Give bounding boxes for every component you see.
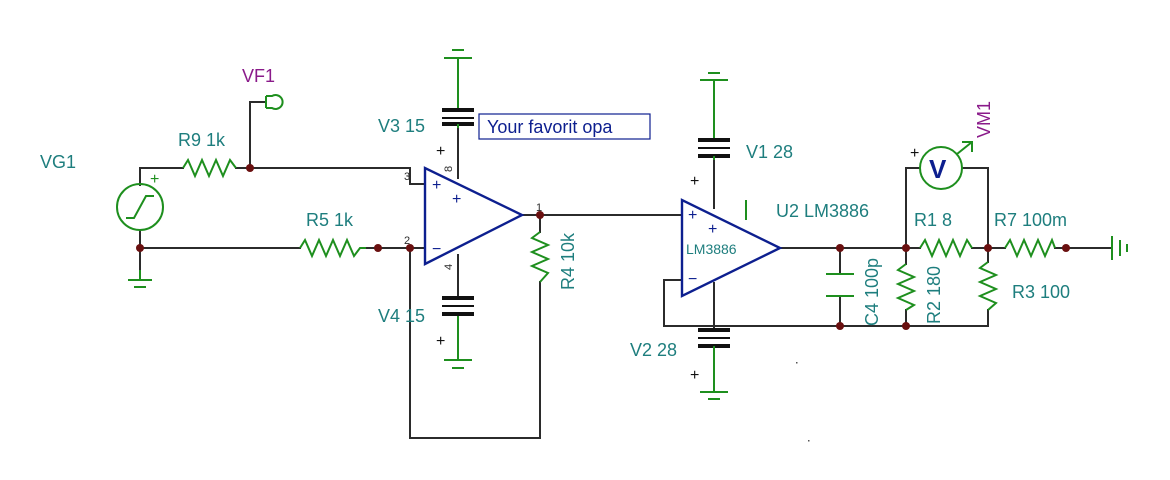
pin-8: 8 bbox=[443, 166, 455, 172]
battery-v1[interactable]: + V1 28 bbox=[690, 72, 793, 190]
v2-label: V2 28 bbox=[630, 340, 677, 360]
u2-plus-sign: + bbox=[688, 207, 697, 224]
v1-label: V1 28 bbox=[746, 142, 793, 162]
resistor-r9[interactable]: R9 1k bbox=[178, 130, 237, 179]
opamp-generic[interactable]: + + − 3 2 1 8 4 bbox=[404, 166, 542, 270]
r1-label: R1 8 bbox=[914, 210, 952, 230]
r9-label: R9 1k bbox=[178, 130, 226, 150]
resistor-r7[interactable]: R7 100m bbox=[994, 210, 1067, 259]
r5-label: R5 1k bbox=[306, 210, 354, 230]
vm1-plus-sign: + bbox=[910, 145, 919, 162]
wires bbox=[139, 101, 1113, 439]
resistor-r5[interactable]: R5 1k bbox=[299, 210, 366, 259]
r2-label: R2 180 bbox=[924, 266, 944, 324]
r7-label: R7 100m bbox=[994, 210, 1067, 230]
opamp-inner-plus: + bbox=[452, 191, 461, 208]
capacitor-c4[interactable]: C4 100p bbox=[826, 258, 882, 326]
opamp-note-box: Your favorit opa bbox=[478, 113, 651, 140]
u2-inner-plus: + bbox=[708, 221, 717, 238]
vm1-symbol: V bbox=[929, 154, 947, 184]
v4-label: V4 15 bbox=[378, 306, 425, 326]
ground-vg1 bbox=[128, 270, 152, 288]
vg1-label: VG1 bbox=[40, 152, 76, 172]
voltmeter-vm1[interactable]: V + VM1 bbox=[910, 101, 994, 190]
battery-v4[interactable]: + V4 15 bbox=[378, 296, 474, 369]
u2-label: U2 LM3886 bbox=[776, 201, 869, 221]
opamp-inv-sign: − bbox=[432, 241, 441, 258]
battery-v3[interactable]: + V3 15 bbox=[378, 49, 474, 160]
pin-3: 3 bbox=[404, 171, 410, 183]
resistor-r4[interactable]: R4 10k bbox=[529, 231, 578, 290]
ground-right bbox=[1111, 236, 1128, 260]
c4-label: C4 100p bbox=[862, 258, 882, 326]
amplifier-u2-lm3886[interactable]: + + − LM3886 U2 LM3886 bbox=[680, 198, 869, 298]
resistor-r2[interactable]: R2 180 bbox=[895, 263, 944, 324]
r3-label: R3 100 bbox=[1012, 282, 1070, 302]
resistor-r3[interactable]: R3 100 bbox=[977, 261, 1070, 311]
pin-4: 4 bbox=[443, 264, 455, 270]
vm1-label: VM1 bbox=[974, 101, 994, 138]
u2-body-label: LM3886 bbox=[686, 241, 737, 257]
voltage-probe-vf1[interactable]: VF1 bbox=[242, 66, 284, 110]
battery-v2[interactable]: + V2 28 bbox=[630, 328, 730, 400]
r4-label: R4 10k bbox=[558, 232, 578, 290]
v4-plus-sign: + bbox=[436, 333, 445, 350]
resistor-r1[interactable]: R1 8 bbox=[914, 210, 973, 259]
grid-specks bbox=[796, 362, 810, 442]
v3-label: V3 15 bbox=[378, 116, 425, 136]
junction-dots bbox=[136, 164, 1070, 330]
pin-2: 2 bbox=[404, 235, 410, 247]
pin-1: 1 bbox=[536, 202, 542, 214]
opamp-noninv-sign: + bbox=[432, 177, 441, 194]
v3-plus-sign: + bbox=[436, 143, 445, 160]
vg1-plus-sign: + bbox=[150, 171, 159, 188]
v1-plus-sign: + bbox=[690, 173, 699, 190]
u2-minus-sign: − bbox=[688, 271, 697, 288]
opamp-note-text: Your favorit opa bbox=[487, 117, 613, 137]
vf1-label: VF1 bbox=[242, 66, 275, 86]
v2-plus-sign: + bbox=[690, 367, 699, 384]
signal-generator-vg1[interactable]: + VG1 bbox=[40, 152, 164, 231]
